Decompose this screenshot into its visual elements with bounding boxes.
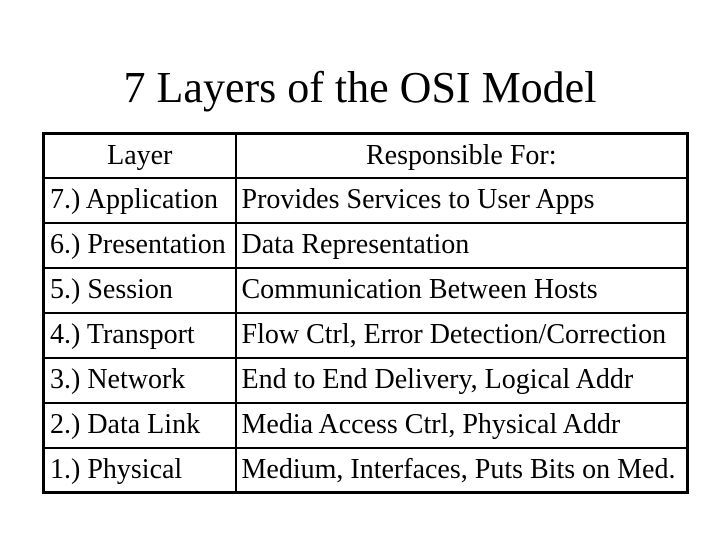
layer-cell: 6.) Presentation — [42, 221, 237, 269]
layer-cell: 4.) Transport — [42, 311, 237, 359]
column-header-layer: Layer — [42, 132, 237, 179]
layer-cell: 3.) Network — [42, 356, 237, 404]
responsibility-cell: Media Access Ctrl, Physical Addr — [234, 401, 689, 449]
responsibility-cell: End to End Delivery, Logical Addr — [234, 356, 689, 404]
table-row: 1.) Physical Medium, Interfaces, Puts Bi… — [42, 446, 689, 494]
osi-layers-table: Layer Responsible For: 7.) Application P… — [42, 132, 689, 494]
column-header-responsible-for: Responsible For: — [234, 132, 689, 179]
table-row: 3.) Network End to End Delivery, Logical… — [42, 356, 689, 404]
responsibility-cell: Communication Between Hosts — [234, 266, 689, 314]
table-header-row: Layer Responsible For: — [42, 132, 689, 179]
table-row: 6.) Presentation Data Representation — [42, 221, 689, 269]
slide-title: 7 Layers of the OSI Model — [123, 63, 597, 112]
layer-cell: 5.) Session — [42, 266, 237, 314]
responsibility-cell: Flow Ctrl, Error Detection/Correction — [234, 311, 689, 359]
responsibility-cell: Data Representation — [234, 221, 689, 269]
layer-cell: 1.) Physical — [42, 446, 237, 494]
table-row: 2.) Data Link Media Access Ctrl, Physica… — [42, 401, 689, 449]
table-row: 7.) Application Provides Services to Use… — [42, 176, 689, 224]
table-row: 5.) Session Communication Between Hosts — [42, 266, 689, 314]
table-row: 4.) Transport Flow Ctrl, Error Detection… — [42, 311, 689, 359]
layer-cell: 7.) Application — [42, 176, 237, 224]
responsibility-cell: Medium, Interfaces, Puts Bits on Med. — [234, 446, 689, 494]
responsibility-cell: Provides Services to User Apps — [234, 176, 689, 224]
layer-cell: 2.) Data Link — [42, 401, 237, 449]
